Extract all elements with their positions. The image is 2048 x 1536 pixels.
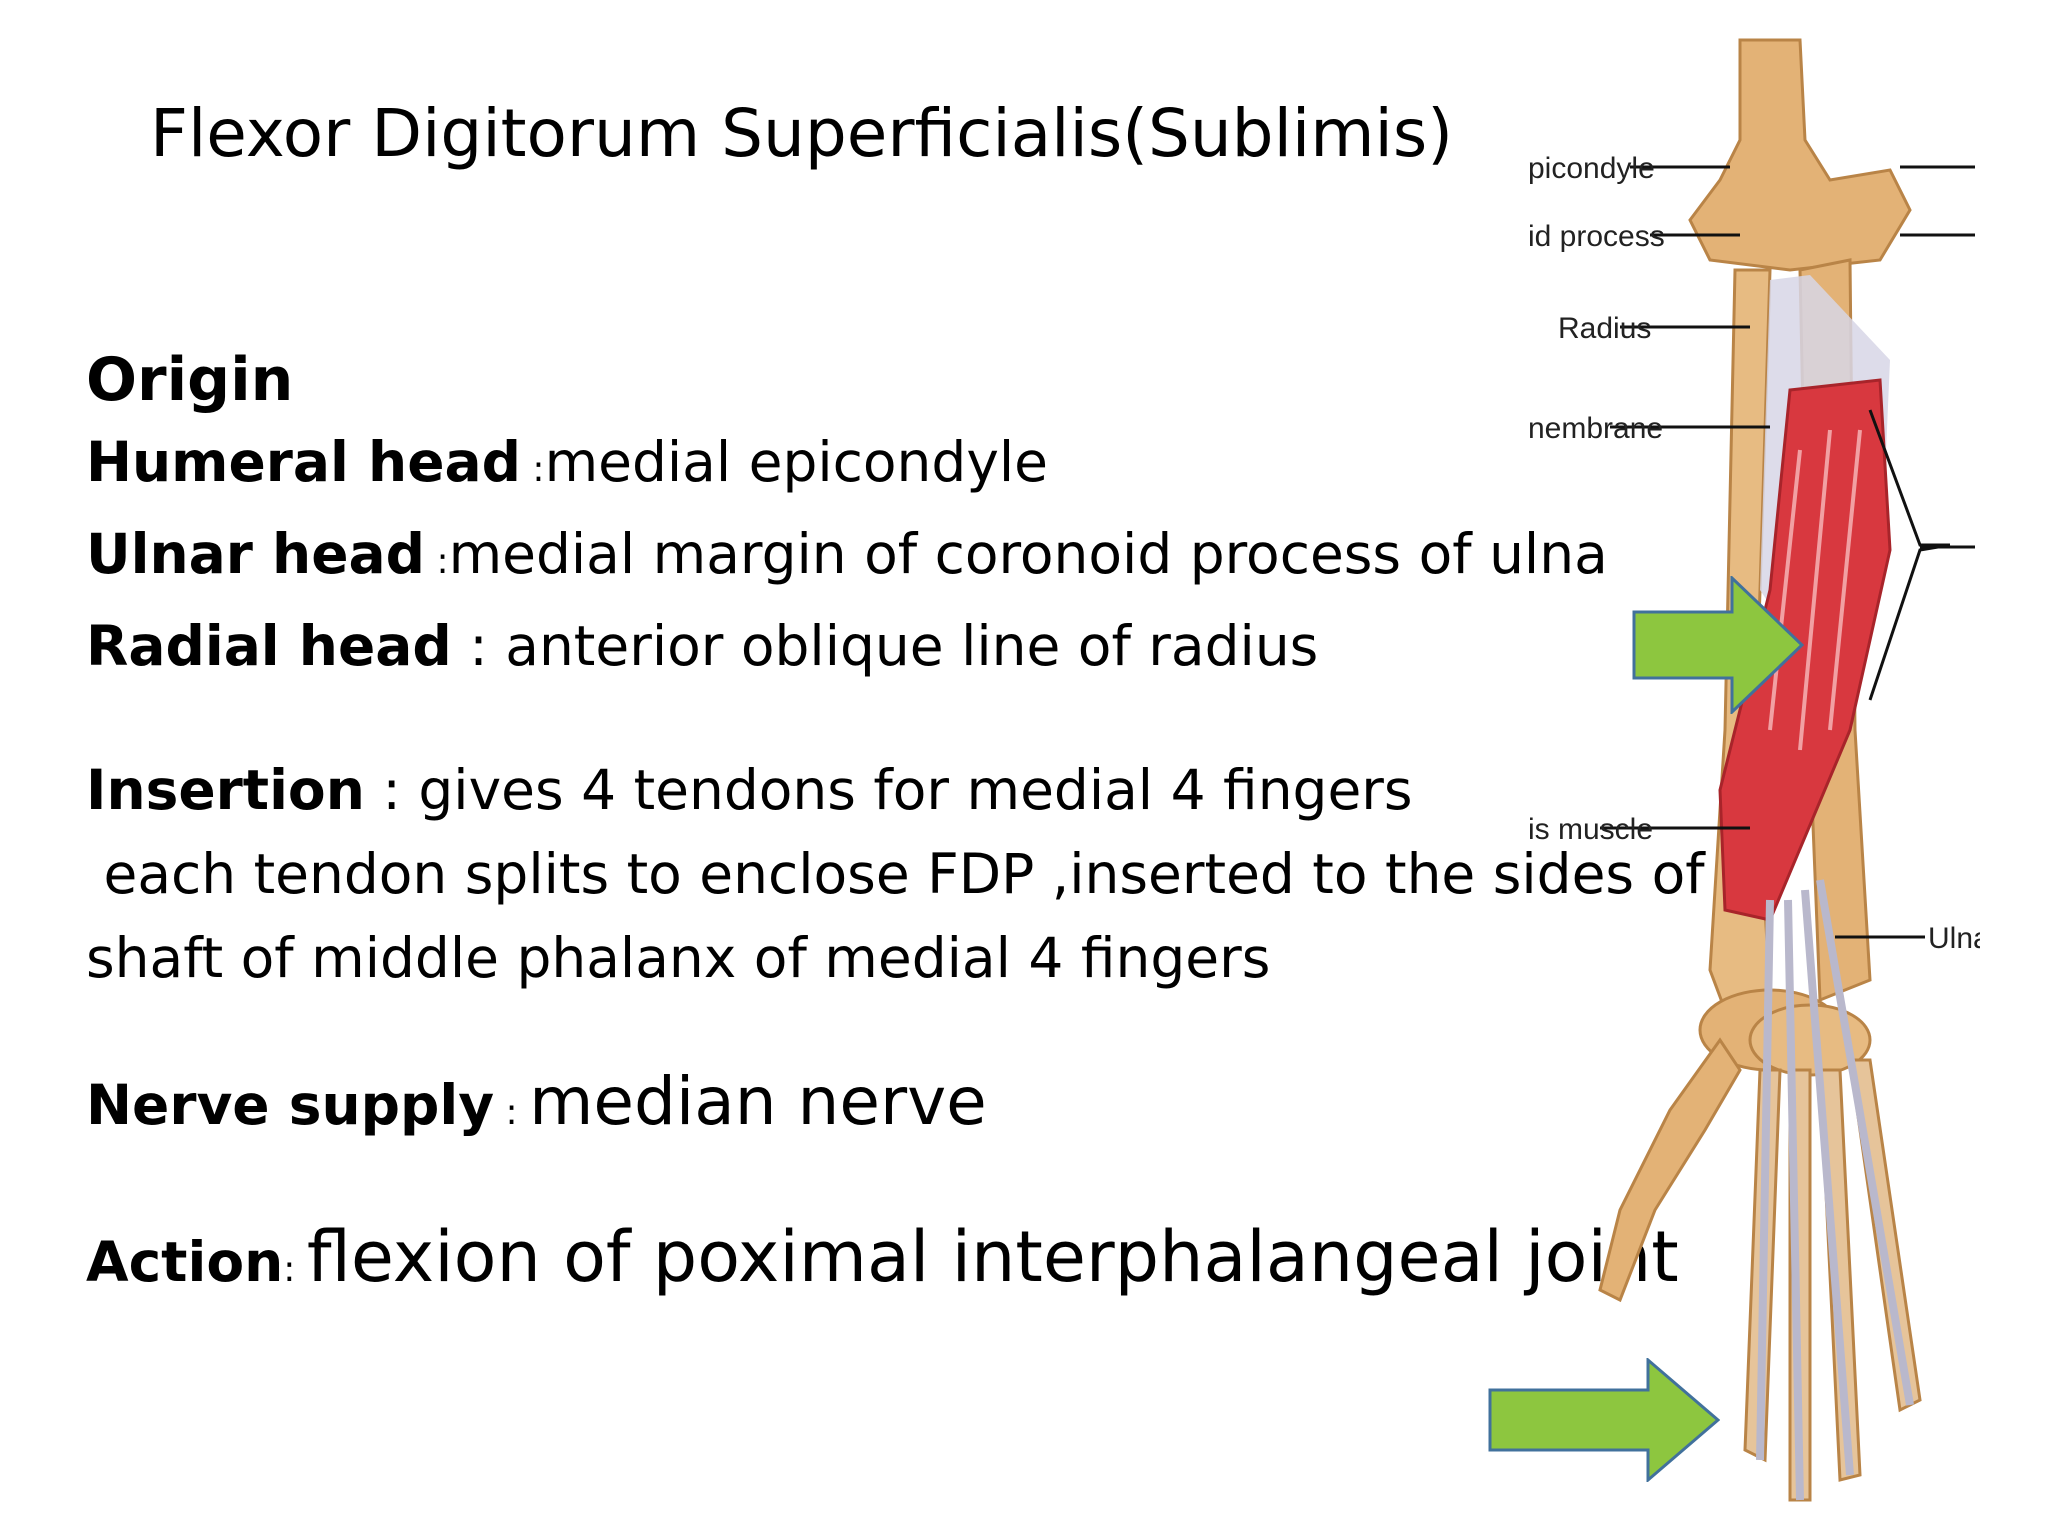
nerve-supply-sep: : — [494, 1092, 530, 1133]
humeral-head-value: medial epicondyle — [544, 430, 1048, 494]
lower-green-arrow — [1488, 1358, 1720, 1482]
insertion-value: gives 4 tendons for medial 4 fingers — [418, 758, 1413, 822]
label-radius: Radius — [1558, 312, 1651, 345]
insertion-sep: : — [364, 758, 419, 822]
action-sep: : — [283, 1249, 307, 1290]
radial-head-label: Radial head — [86, 614, 452, 678]
action-line: Action: flexion of poximal interphalange… — [86, 1215, 1746, 1312]
ulnar-head-value: medial margin of coronoid process of uln… — [448, 522, 1608, 586]
label-muscle: is muscle — [1528, 813, 1653, 846]
humeral-head-sep: : — [520, 449, 545, 490]
action-value: flexion of poximal interphalangeal joint — [306, 1216, 1679, 1298]
ulnar-head-sep: : — [425, 541, 449, 582]
insertion-line-2: each tendon splits to enclose FDP ,inser… — [86, 842, 1705, 906]
label-epicondyle: picondyle — [1528, 152, 1655, 185]
forearm-illustration: picondyle id process Radius nembrane is … — [1528, 38, 1980, 1502]
origin-heading: Origin — [86, 345, 294, 415]
label-ulna: Ulna — [1928, 922, 1980, 955]
upper-green-arrow — [1632, 576, 1804, 714]
slide-content: Origin Humeral head :medial epicondyle U… — [86, 340, 1746, 1312]
insertion-label: Insertion — [86, 758, 365, 822]
nerve-supply-value: median nerve — [529, 1063, 987, 1140]
forearm-anatomy-figure: picondyle id process Radius nembrane is … — [1470, 30, 1980, 1510]
ulnar-head-label: Ulnar head — [86, 522, 425, 586]
radial-head-line: Radial head : anterior oblique line of r… — [86, 604, 1746, 688]
insertion-line-3: shaft of middle phalanx of medial 4 fing… — [86, 926, 1271, 990]
humeral-head-line: Humeral head :medial epicondyle — [86, 420, 1746, 512]
insertion-line: Insertion : gives 4 tendons for medial 4… — [86, 748, 1746, 832]
nerve-supply-label: Nerve supply — [86, 1073, 495, 1137]
label-membrane: nembrane — [1528, 412, 1663, 445]
ulnar-head-line: Ulnar head :medial margin of coronoid pr… — [86, 512, 1746, 604]
humeral-head-label: Humeral head — [86, 430, 521, 494]
radial-head-sep: : — [451, 614, 506, 678]
label-process: id process — [1528, 220, 1665, 253]
humerus-bone — [1688, 38, 1912, 272]
radial-head-value: anterior oblique line of radius — [505, 614, 1319, 678]
action-label: Action — [86, 1230, 284, 1294]
nerve-supply-line: Nerve supply : median nerve — [86, 1060, 1746, 1155]
slide-title: Flexor Digitorum Superficialis(Sublimis) — [150, 95, 1454, 172]
